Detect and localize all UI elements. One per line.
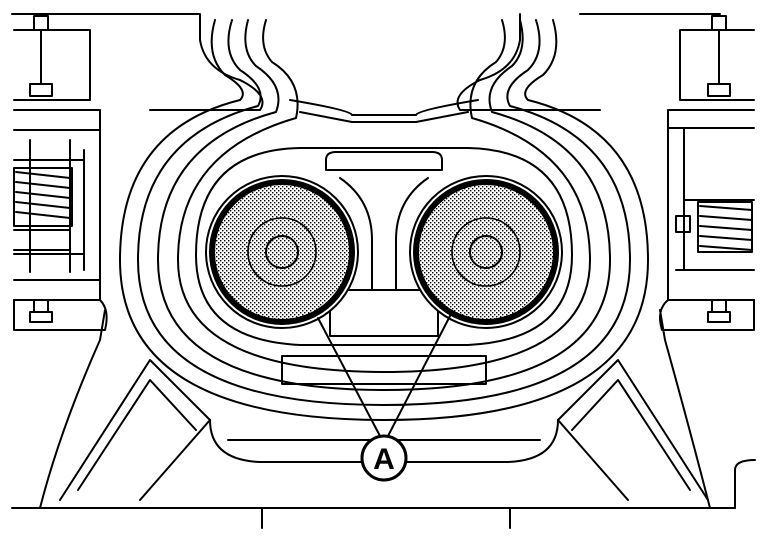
callout-a-label: A [373,443,395,476]
lower-ribs [59,359,709,501]
bolt-icon [707,15,731,323]
right-mechanism [659,15,755,331]
casting-outline [11,13,756,529]
callout-leaders [317,315,451,437]
bolt-icon [29,15,53,323]
valve-seat-icon [413,179,559,325]
valve-seat-left [205,175,359,329]
valve-seat-right [409,175,563,329]
valve-spring-icon [697,201,753,253]
left-mechanism [13,15,108,331]
valve-seat-icon [209,179,355,325]
valve-spring-icon [13,167,73,227]
callout-a: A [360,434,408,482]
combustion-chamber-outline [119,19,649,463]
